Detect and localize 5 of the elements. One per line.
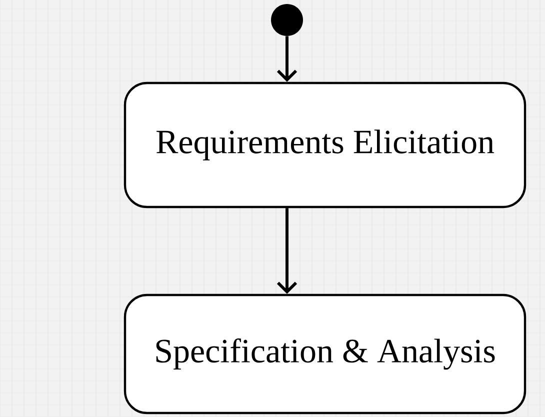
process-box: Requirements Elicitation	[124, 82, 526, 208]
start-dot	[271, 4, 303, 36]
arrow	[276, 208, 298, 294]
arrow	[276, 36, 298, 82]
process-box: Specification & Analysis	[124, 294, 526, 414]
